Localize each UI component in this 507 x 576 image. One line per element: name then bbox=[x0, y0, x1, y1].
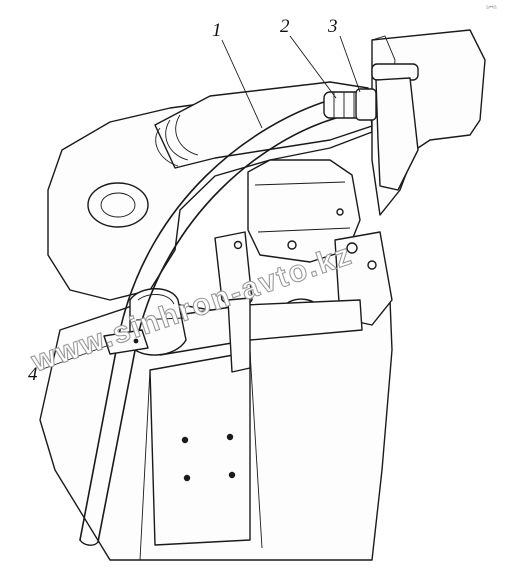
hose-end-cap bbox=[79, 539, 99, 546]
outlet-neck bbox=[371, 63, 419, 81]
pump-body bbox=[247, 159, 361, 263]
frame-rail bbox=[149, 351, 251, 546]
turbo-inlet-ring bbox=[87, 182, 149, 228]
corner-mark: s••n bbox=[486, 5, 497, 11]
hose-fitting bbox=[355, 88, 377, 121]
hose-clip bbox=[103, 329, 149, 355]
leader-3 bbox=[339, 35, 361, 93]
callout-3: 3 bbox=[327, 16, 338, 37]
callout-4: 4 bbox=[28, 364, 38, 385]
leader-1 bbox=[221, 39, 263, 129]
hose-outline-inner bbox=[97, 117, 337, 543]
mount-post bbox=[227, 297, 251, 373]
frame-bolts bbox=[181, 433, 236, 482]
hose-outline-outer bbox=[79, 99, 331, 541]
leader-2 bbox=[289, 35, 337, 99]
callout-2: 2 bbox=[280, 16, 290, 37]
callout-1: 1 bbox=[212, 20, 222, 41]
leader-4 bbox=[39, 343, 113, 371]
outlet-pipe bbox=[375, 77, 419, 191]
